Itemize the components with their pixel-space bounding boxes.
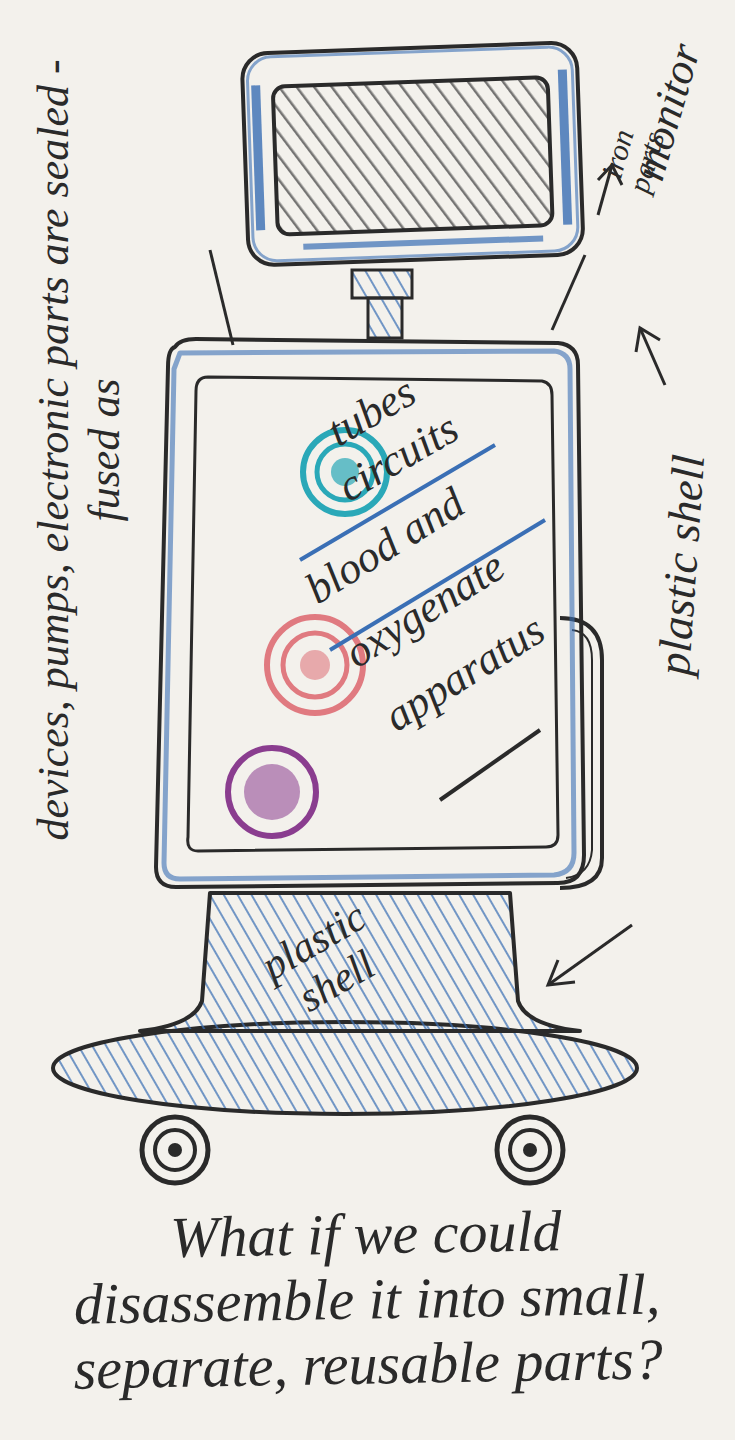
wheel-rim [510,1130,550,1170]
leader-line [210,250,233,345]
monitor [242,42,584,266]
wheel-hub [523,1143,537,1157]
wheel-hub [168,1143,182,1157]
wheel-rim [142,1117,208,1183]
node-text: blood and oxygenate apparatus [260,449,591,772]
caption-question: What if we could disassemble it into sma… [45,1197,688,1403]
blue-stroke [256,85,261,230]
pointer-arrow [548,925,632,985]
leader-line [552,255,585,330]
device-body: tubes circuitsblood and oxygenate appara… [150,335,590,895]
monitor-frame [242,42,584,266]
pink-connector [300,650,330,680]
wheel [142,1117,208,1183]
monitor-screen [273,77,553,235]
base-plate [53,1022,637,1114]
wheel-rim [497,1117,563,1183]
purple-connector [244,764,300,820]
note-text: devices, pumps, electronic parts are sea… [29,35,130,865]
part-label: iron parts [589,102,674,215]
pencil-stroke [440,730,540,800]
arrow-head [636,328,660,352]
monitor-frame-blue [247,46,579,261]
side-handle [566,630,592,878]
purple-connector [228,748,316,836]
monitor-stem [368,298,402,338]
blue-stroke [562,70,567,225]
pointer-arrow [636,328,665,385]
arrow-shaft [548,925,632,985]
blue-stroke [303,238,543,246]
part-label: plastic shell [641,354,723,777]
base-pedestal: plastic shell [180,893,540,1033]
arrow-head [548,960,575,985]
wheel [497,1117,563,1183]
wheel-rim [155,1130,195,1170]
monitor-mount [352,270,412,298]
